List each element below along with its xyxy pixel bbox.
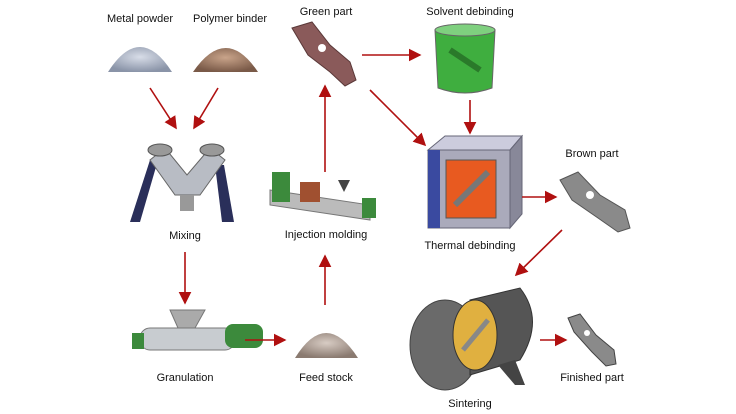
granulation-machine bbox=[132, 309, 263, 351]
solvent-debinding-beaker bbox=[434, 23, 496, 94]
label-polymer-binder: Polymer binder bbox=[193, 13, 267, 25]
label-brown-part: Brown part bbox=[565, 148, 619, 160]
label-feed-stock: Feed stock bbox=[299, 372, 353, 384]
arrow-green-to-thermal bbox=[369, 89, 427, 147]
label-sintering: Sintering bbox=[448, 398, 492, 410]
polymer-binder-pile bbox=[193, 48, 258, 72]
green-part-image bbox=[291, 21, 357, 87]
arrow-brown-to-sintering bbox=[514, 229, 563, 277]
metal-powder-pile bbox=[108, 47, 172, 72]
arrow-binder-to-mixing bbox=[193, 87, 219, 130]
label-granulation: Granulation bbox=[156, 372, 214, 384]
brown-part-image bbox=[559, 171, 631, 233]
label-injection-molding: Injection molding bbox=[284, 229, 368, 241]
mixer-machine bbox=[130, 143, 234, 222]
sintering-furnace bbox=[409, 287, 533, 391]
label-solvent-debinding: Solvent debinding bbox=[426, 6, 514, 18]
finished-part-image bbox=[567, 313, 617, 367]
thermal-debinding-oven bbox=[426, 134, 524, 230]
label-mixing: Mixing bbox=[169, 230, 201, 242]
label-metal-powder: Metal powder bbox=[106, 13, 174, 25]
arrow-metal-to-mixing bbox=[149, 87, 177, 130]
injection-molding-machine bbox=[269, 172, 376, 221]
feed-stock-pile bbox=[295, 333, 358, 358]
label-finished-part: Finished part bbox=[560, 372, 624, 384]
label-thermal-debinding: Thermal debinding bbox=[424, 240, 516, 252]
label-green-part: Green part bbox=[299, 6, 353, 18]
